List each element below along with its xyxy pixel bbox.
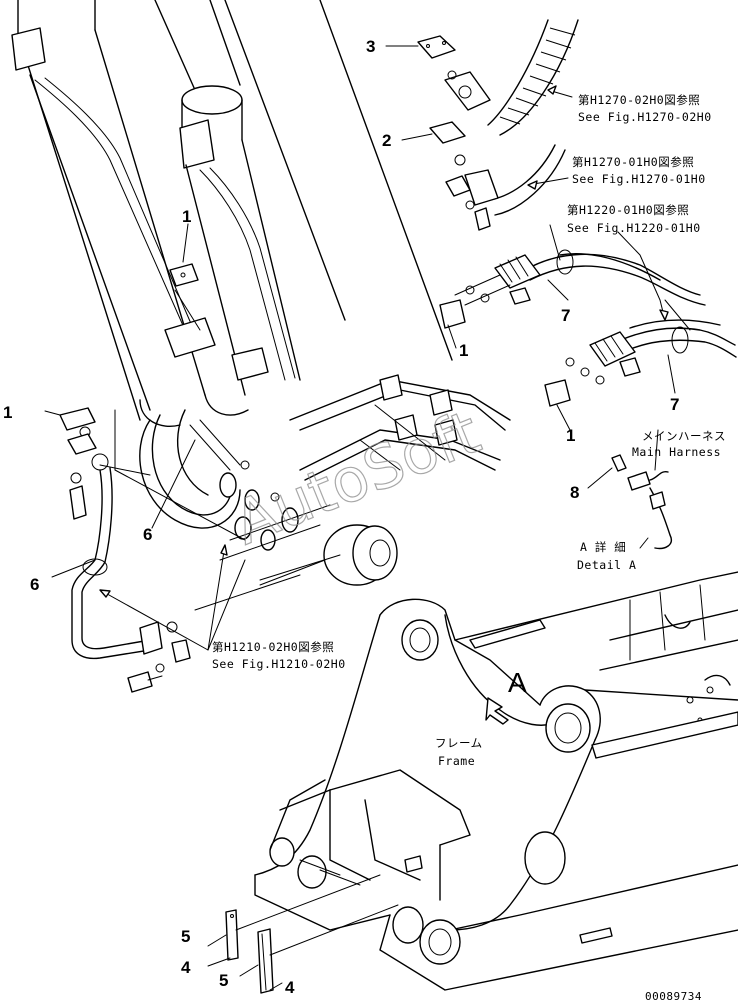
part-number-1-left: 1: [3, 403, 12, 422]
ref-h1210-02-en: See Fig.H1210-02H0: [212, 657, 346, 671]
part-number-8: 8: [570, 483, 579, 502]
lower-hose-loop: [139, 409, 331, 561]
part-number-6-center: 6: [143, 525, 152, 544]
part-number-1-right: 1: [566, 426, 575, 445]
boom-cylinder-assembly: [11, 0, 453, 427]
part-number-5-lower: 5: [219, 971, 228, 990]
boom-clamps: [164, 263, 269, 381]
ref-h1210-02-jp: 第H1210-02H0図参照: [212, 640, 334, 654]
upper-right-hoses: [417, 19, 737, 407]
frame-jp: フレーム: [435, 736, 483, 750]
center-tube-group: [289, 374, 511, 481]
part-number-7-lower: 7: [670, 395, 679, 414]
part-number-6-left: 6: [30, 575, 39, 594]
ref-h1220-01-en: See Fig.H1220-01H0: [567, 221, 701, 235]
boom-foot-pin: [259, 524, 398, 586]
part-number-7-upper: 7: [561, 306, 570, 325]
main-harness-connector: [611, 454, 672, 550]
ref-h1270-02-jp: 第H1270-02H0図参照: [578, 93, 700, 107]
view-a-letter: A: [508, 667, 527, 698]
detail-a-jp: A 詳 細: [580, 540, 626, 554]
perspective-lines: [99, 409, 341, 611]
drawing-code: 00089734: [645, 990, 702, 1003]
part-number-1-boom: 1: [182, 207, 191, 226]
figure-references: 第H1270-02H0図参照 See Fig.H1270-02H0 第H1270…: [212, 93, 712, 671]
shim-parts: [225, 874, 399, 994]
part-number-3: 3: [366, 37, 375, 56]
part-number-5-upper: 5: [181, 927, 190, 946]
revolving-frame: [254, 571, 738, 991]
ref-h1270-01-jp: 第H1270-01H0図参照: [572, 155, 694, 169]
left-hose-6: [59, 407, 191, 693]
ref-h1270-02-en: See Fig.H1270-02H0: [578, 110, 712, 124]
part-numbers: 3 2 1 1 1 1 7 7 8 6 6 5 4 5 4: [3, 37, 679, 997]
main-harness-en: Main Harness: [632, 445, 721, 459]
part-number-4-upper: 4: [181, 958, 191, 977]
part-number-4-lower: 4: [285, 978, 295, 997]
detail-a-en: Detail A: [577, 558, 636, 572]
frame-en: Frame: [438, 754, 475, 768]
ref-h1270-01-en: See Fig.H1270-01H0: [572, 172, 706, 186]
component-labels: メインハーネス Main Harness A 詳 細 Detail A フレーム…: [435, 429, 726, 768]
part-number-2: 2: [382, 131, 391, 150]
main-harness-jp: メインハーネス: [642, 429, 726, 443]
part-number-1-mid: 1: [459, 341, 468, 360]
leader-lines: [44, 45, 676, 991]
ref-h1220-01-jp: 第H1220-01H0図参照: [567, 203, 689, 217]
